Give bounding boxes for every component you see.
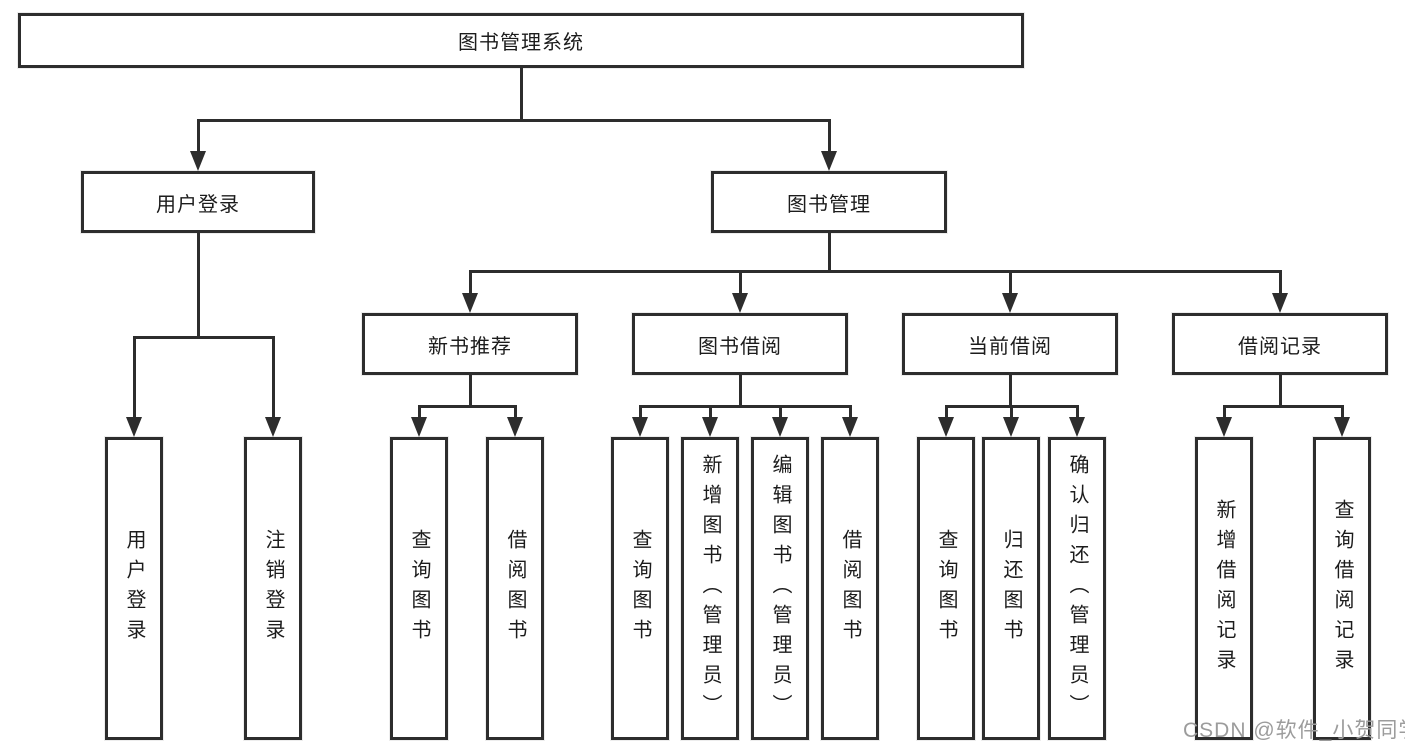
arrow-down-icon (265, 417, 281, 437)
node-label: 图书管理 (787, 193, 871, 216)
node-label: 新书推荐 (428, 335, 512, 358)
node-label: 查询图书 (935, 528, 957, 649)
connector-line (519, 68, 523, 120)
node-label: 查询图书 (629, 528, 651, 649)
node-label: 用户登录 (123, 528, 145, 649)
arrow-down-icon (507, 417, 523, 437)
node-label: 借阅图书 (504, 528, 526, 649)
connector-line (196, 120, 200, 155)
node-user-login: 用户登录 (81, 171, 315, 233)
node-current-borrowing: 当前借阅 (902, 313, 1118, 375)
connector-line (848, 406, 852, 421)
node-leaf-user-login: 用户登录 (105, 437, 163, 740)
connector-line (132, 337, 136, 421)
node-label: 新增借阅记录 (1213, 498, 1235, 679)
connector-line (196, 118, 831, 122)
connector-line (1222, 404, 1344, 408)
node-label: 图书管理系统 (458, 32, 584, 54)
node-label: 用户登录 (156, 193, 240, 216)
connector-line (738, 375, 742, 406)
connector-line (738, 271, 742, 297)
connector-line (827, 233, 831, 271)
connector-line (708, 406, 712, 421)
node-new-book-recommend: 新书推荐 (362, 313, 578, 375)
node-label: 借阅图书 (839, 528, 861, 649)
node-label: 归还图书 (1000, 528, 1022, 649)
connector-line (827, 120, 831, 155)
arrow-down-icon (938, 417, 954, 437)
connector-line (132, 335, 275, 339)
connector-line (1075, 406, 1079, 421)
node-borrow-records: 借阅记录 (1172, 313, 1388, 375)
connector-line (944, 404, 1079, 408)
node-book-management: 图书管理 (711, 171, 947, 233)
connector-line (271, 337, 275, 421)
node-leaf-edit-book-admin: 编辑图书（管理员） (751, 437, 809, 740)
arrow-down-icon (732, 293, 748, 313)
arrow-down-icon (1002, 293, 1018, 313)
connector-line (1008, 375, 1012, 406)
node-label: 编辑图书（管理员） (769, 453, 791, 724)
arrow-down-icon (190, 151, 206, 171)
node-label: 查询借阅记录 (1331, 498, 1353, 679)
arrow-down-icon (462, 293, 478, 313)
arrow-down-icon (821, 151, 837, 171)
node-leaf-borrowing-borrow-book: 借阅图书 (821, 437, 879, 740)
node-label: 确认归还（管理员） (1066, 453, 1088, 724)
arrow-down-icon (1334, 417, 1350, 437)
connector-line (468, 271, 472, 297)
connector-line (513, 406, 517, 421)
node-label: 当前借阅 (968, 335, 1052, 358)
arrow-down-icon (1003, 417, 1019, 437)
connector-line (1278, 375, 1282, 406)
arrow-down-icon (126, 417, 142, 437)
node-leaf-borrowing-query-book: 查询图书 (611, 437, 669, 740)
connector-line (468, 269, 1282, 273)
node-label: 注销登录 (262, 528, 284, 649)
arrow-down-icon (772, 417, 788, 437)
arrow-down-icon (1216, 417, 1232, 437)
node-leaf-add-borrow-record: 新增借阅记录 (1195, 437, 1253, 740)
node-label: 借阅记录 (1238, 335, 1322, 358)
arrow-down-icon (411, 417, 427, 437)
connector-line (417, 404, 517, 408)
connector-line (778, 406, 782, 421)
node-leaf-logout: 注销登录 (244, 437, 302, 740)
arrow-down-icon (842, 417, 858, 437)
node-leaf-add-book-admin: 新增图书（管理员） (681, 437, 739, 740)
connector-line (638, 404, 852, 408)
connector-line (468, 375, 472, 406)
node-book-borrowing: 图书借阅 (632, 313, 848, 375)
arrow-down-icon (632, 417, 648, 437)
connector-line (1278, 271, 1282, 297)
csdn-watermark: CSDN @软件_小贺同学 (1183, 719, 1405, 742)
connector-line (1008, 271, 1012, 297)
node-label: 查询图书 (408, 528, 430, 649)
connector-line (944, 406, 948, 421)
node-library-system: 图书管理系统 (18, 13, 1024, 68)
connector-line (638, 406, 642, 421)
node-leaf-recommend-query-book: 查询图书 (390, 437, 448, 740)
arrow-down-icon (702, 417, 718, 437)
node-leaf-query-borrow-record: 查询借阅记录 (1313, 437, 1371, 740)
node-leaf-current-query-book: 查询图书 (917, 437, 975, 740)
node-leaf-recommend-borrow-book: 借阅图书 (486, 437, 544, 740)
arrow-down-icon (1272, 293, 1288, 313)
node-leaf-return-book: 归还图书 (982, 437, 1040, 740)
node-label: 新增图书（管理员） (699, 453, 721, 724)
connector-line (1222, 406, 1226, 421)
node-leaf-confirm-return-admin: 确认归还（管理员） (1048, 437, 1106, 740)
arrow-down-icon (1069, 417, 1085, 437)
node-label: 图书借阅 (698, 335, 782, 358)
connector-line (417, 406, 421, 421)
connector-line (1009, 406, 1013, 421)
connector-line (196, 233, 200, 337)
connector-line (1340, 406, 1344, 421)
